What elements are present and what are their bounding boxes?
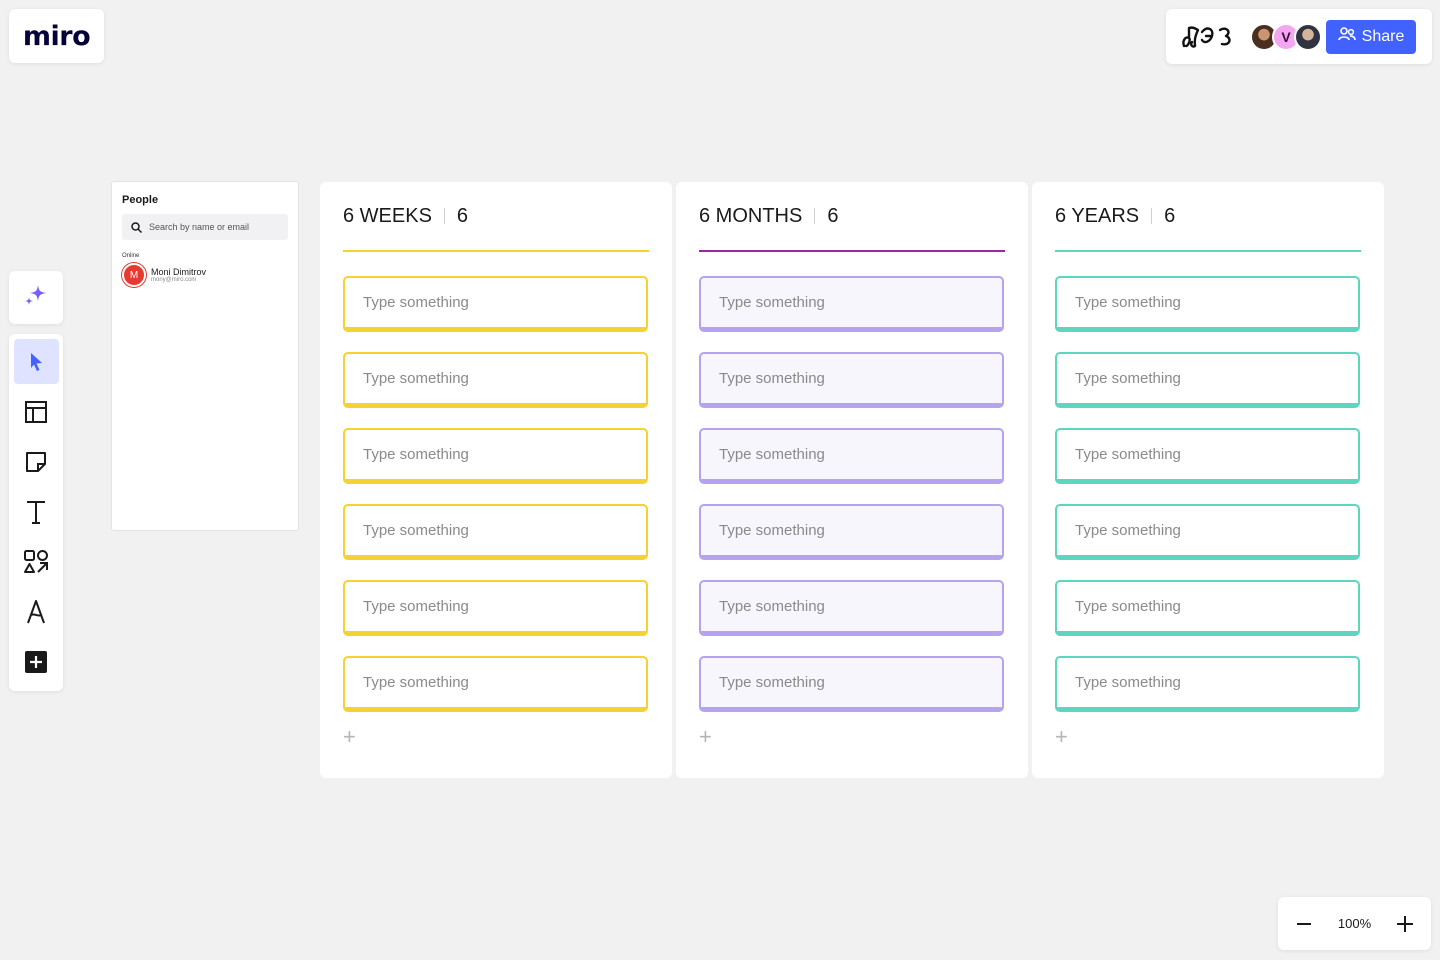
column-title: 6 MONTHS xyxy=(699,204,803,227)
online-label: Online xyxy=(122,253,140,259)
column-count: 6 xyxy=(827,204,839,227)
card-input[interactable]: Type something xyxy=(343,504,648,560)
zoom-out-button[interactable] xyxy=(1292,912,1316,936)
pen-icon xyxy=(27,599,45,623)
avatar[interactable] xyxy=(1294,22,1322,51)
card-input[interactable]: Type something xyxy=(699,352,1004,408)
collaborator-avatars: V xyxy=(1250,22,1322,51)
people-search-input[interactable]: Search by name or email xyxy=(122,214,288,240)
card-input[interactable]: Type something xyxy=(1055,428,1360,484)
zoom-control: 100% xyxy=(1278,897,1431,950)
add-card-button[interactable]: + xyxy=(1055,724,1068,749)
add-card-button[interactable]: + xyxy=(343,724,356,749)
plus-icon xyxy=(1397,915,1413,932)
more-tools-button[interactable] xyxy=(14,639,59,684)
pen-tool[interactable] xyxy=(14,589,59,634)
search-icon xyxy=(131,221,142,233)
person-item[interactable]: M Moni Dimitrov mony@miro.com xyxy=(122,263,288,287)
minus-icon xyxy=(1297,922,1311,925)
card-input[interactable]: Type something xyxy=(343,352,648,408)
templates-tool[interactable] xyxy=(14,389,59,434)
search-placeholder: Search by name or email xyxy=(149,222,250,232)
left-toolbar xyxy=(9,334,63,691)
divider xyxy=(1151,208,1153,224)
board-logo-icon[interactable] xyxy=(1180,22,1234,52)
divider xyxy=(814,208,816,224)
card-input[interactable]: Type something xyxy=(343,276,648,332)
card-input[interactable]: Type something xyxy=(343,428,648,484)
column-header[interactable]: 6 MONTHS 6 xyxy=(699,182,1005,250)
cursor-icon xyxy=(31,352,42,371)
top-right-bar: V Share xyxy=(1166,9,1432,64)
sparkle-icon xyxy=(23,282,49,313)
card-input[interactable]: Type something xyxy=(699,428,1004,484)
people-icon xyxy=(1337,27,1356,46)
card-input[interactable]: Type something xyxy=(699,656,1004,712)
share-label: Share xyxy=(1361,27,1405,45)
ai-assistant-button[interactable] xyxy=(9,271,63,324)
add-card-button[interactable]: + xyxy=(699,724,712,749)
avatar: M xyxy=(122,263,146,287)
card-input[interactable]: Type something xyxy=(699,276,1004,332)
miro-logo[interactable]: miro xyxy=(9,9,104,63)
card-input[interactable]: Type something xyxy=(343,580,648,636)
card-input[interactable]: Type something xyxy=(1055,580,1360,636)
column-accent-line xyxy=(699,250,1005,252)
zoom-level[interactable]: 100% xyxy=(1337,916,1372,931)
logo-text: miro xyxy=(22,20,91,52)
select-tool[interactable] xyxy=(13,339,59,384)
person-email: mony@miro.com xyxy=(151,277,197,283)
column-count: 6 xyxy=(1164,204,1176,227)
text-icon xyxy=(27,500,45,524)
text-tool[interactable] xyxy=(14,489,59,534)
card-input[interactable]: Type something xyxy=(1055,656,1360,712)
column-accent-line xyxy=(343,250,649,252)
column-count: 6 xyxy=(456,204,469,227)
shapes-tool[interactable] xyxy=(14,539,59,584)
column-header[interactable]: 6 WEEKS 6 xyxy=(343,182,649,250)
share-button[interactable]: Share xyxy=(1326,19,1416,54)
column-header[interactable]: 6 YEARS 6 xyxy=(1055,182,1361,250)
people-panel: People Search by name or email Online M … xyxy=(112,182,298,530)
card-input[interactable]: Type something xyxy=(1055,504,1360,560)
zoom-in-button[interactable] xyxy=(1393,912,1417,936)
sticky-note-icon xyxy=(26,451,46,472)
column-accent-line xyxy=(1055,250,1361,252)
person-name: Moni Dimitrov xyxy=(151,267,207,277)
people-panel-title: People xyxy=(122,194,159,206)
divider xyxy=(443,208,445,224)
card-input[interactable]: Type something xyxy=(1055,352,1360,408)
card-input[interactable]: Type something xyxy=(1055,276,1360,332)
card-input[interactable]: Type something xyxy=(343,656,648,712)
layout-icon xyxy=(25,400,47,423)
shapes-icon xyxy=(24,549,48,573)
sticky-note-tool[interactable] xyxy=(14,439,59,484)
column-title: 6 YEARS xyxy=(1055,204,1140,227)
card-input[interactable]: Type something xyxy=(699,580,1004,636)
column-title: 6 WEEKS xyxy=(343,204,432,227)
plus-square-icon xyxy=(25,650,47,673)
avatar[interactable]: V xyxy=(1272,22,1300,51)
card-input[interactable]: Type something xyxy=(699,504,1004,560)
